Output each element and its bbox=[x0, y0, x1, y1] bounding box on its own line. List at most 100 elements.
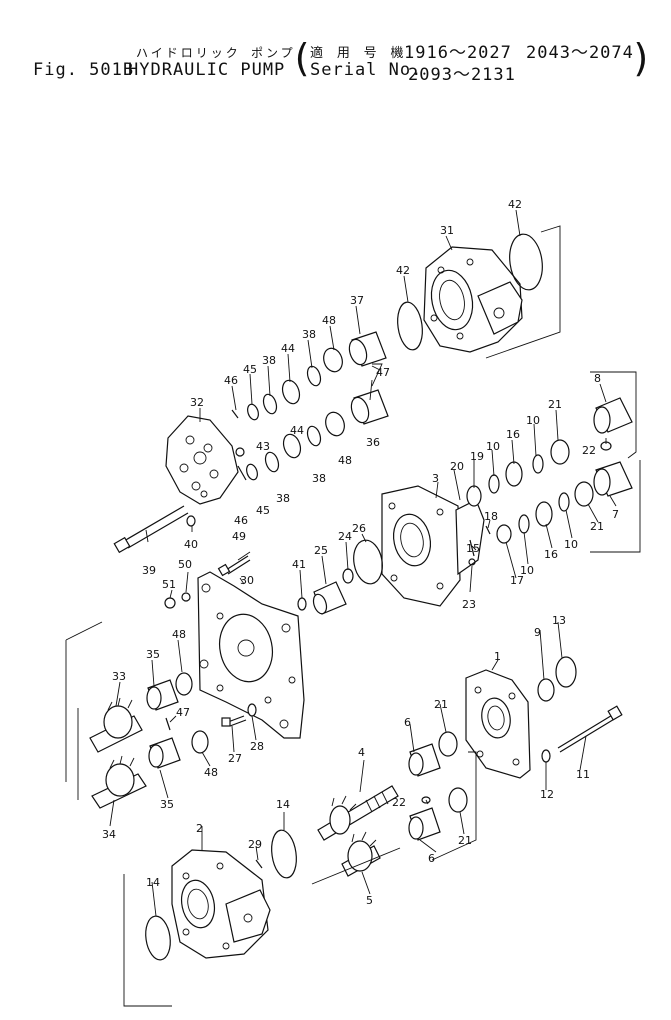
ring-41 bbox=[297, 597, 307, 611]
title-japanese: ハイドロリック ポンプ bbox=[136, 46, 296, 60]
rear-bushing-36 bbox=[350, 389, 389, 425]
callout-10-d: 10 bbox=[520, 564, 534, 577]
pin-46-b bbox=[237, 465, 247, 481]
callout-21-b: 21 bbox=[590, 520, 604, 533]
callout-10-c: 10 bbox=[564, 538, 578, 551]
bolt-11 bbox=[557, 705, 623, 753]
callout-8: 8 bbox=[594, 372, 601, 385]
needle-bearing-48-a bbox=[323, 347, 343, 373]
driven-gear-5 bbox=[341, 831, 381, 877]
callout-32: 32 bbox=[190, 396, 204, 409]
bushing-8 bbox=[593, 397, 633, 434]
callout-16-b: 16 bbox=[544, 548, 558, 561]
callout-24: 24 bbox=[338, 530, 352, 543]
rear-bushing-37 bbox=[348, 331, 387, 367]
flange-part-20 bbox=[455, 499, 485, 576]
center-plate-part-30 bbox=[197, 571, 305, 739]
callout-23: 23 bbox=[462, 598, 476, 611]
washer-45-a bbox=[247, 403, 259, 421]
drive-shaft-4 bbox=[317, 785, 399, 841]
ring-16-a bbox=[505, 461, 523, 487]
bushing-35-a bbox=[146, 679, 179, 711]
callout-42-b: 42 bbox=[396, 264, 410, 277]
dowel-pin-29 bbox=[255, 859, 263, 869]
diagram-title: HYDRAULIC PUMP bbox=[128, 60, 286, 80]
drive-gear-33 bbox=[89, 697, 143, 753]
callout-28: 28 bbox=[250, 740, 264, 753]
callout-21-a: 21 bbox=[548, 398, 562, 411]
bushing-25 bbox=[312, 581, 347, 615]
ring-10-a bbox=[488, 474, 500, 494]
ring-16-b bbox=[535, 501, 553, 527]
pin-47 bbox=[165, 717, 171, 731]
bearing-21-b bbox=[574, 481, 594, 507]
diagram-header: ハイドロリック ポンプ Fig. 501B HYDRAULIC PUMP ( 適… bbox=[0, 0, 671, 90]
snap-ring-13 bbox=[555, 656, 577, 688]
bushing-7 bbox=[593, 461, 633, 497]
callout-38-c: 38 bbox=[312, 472, 326, 485]
callout-33: 33 bbox=[112, 670, 126, 683]
callout-26: 26 bbox=[352, 522, 366, 535]
pin-18 bbox=[485, 525, 491, 535]
ring-38-b bbox=[262, 393, 278, 415]
pump-body-part-3 bbox=[381, 485, 461, 607]
o-ring-42-front bbox=[397, 301, 423, 351]
pin-46-a bbox=[231, 409, 239, 419]
callout-46-a: 46 bbox=[224, 374, 238, 387]
callout-21-d: 21 bbox=[458, 834, 472, 847]
front-body-part-2 bbox=[171, 849, 271, 959]
ring-44-b bbox=[282, 433, 302, 459]
bearing-21-a bbox=[550, 439, 570, 465]
callout-7: 7 bbox=[612, 508, 619, 521]
callout-40: 40 bbox=[184, 538, 198, 551]
needle-bearing-48-c bbox=[175, 672, 193, 696]
washer-12 bbox=[541, 749, 551, 763]
bearing-21-d bbox=[448, 787, 468, 813]
callout-37: 37 bbox=[350, 294, 364, 307]
callout-35-a: 35 bbox=[146, 648, 160, 661]
oil-seal-9 bbox=[537, 678, 555, 702]
callout-43: 43 bbox=[256, 440, 270, 453]
serial-range-1: 1916〜2027 bbox=[404, 43, 512, 63]
callout-44-a: 44 bbox=[281, 342, 295, 355]
bracket-open: ( bbox=[290, 36, 313, 80]
callout-30: 30 bbox=[240, 574, 254, 587]
callout-41: 41 bbox=[292, 558, 306, 571]
seal-17 bbox=[496, 524, 512, 544]
callout-19: 19 bbox=[470, 450, 484, 463]
callout-48-a: 48 bbox=[322, 314, 336, 327]
figure-number: Fig. 501B bbox=[33, 60, 135, 80]
front-cover-part-1 bbox=[465, 669, 531, 779]
callout-39: 39 bbox=[142, 564, 156, 577]
port-cover-part-32 bbox=[165, 415, 239, 505]
bolt-39 bbox=[113, 505, 189, 554]
nut-51 bbox=[164, 597, 176, 609]
callout-36: 36 bbox=[366, 436, 380, 449]
callout-50: 50 bbox=[178, 558, 192, 571]
callout-42-a: 42 bbox=[508, 198, 522, 211]
o-ring-14-b bbox=[145, 915, 171, 961]
bolt-49 bbox=[217, 555, 251, 577]
washer-50 bbox=[181, 592, 191, 602]
callout-25: 25 bbox=[314, 544, 328, 557]
ring-10-c bbox=[558, 492, 570, 512]
ring-43 bbox=[235, 447, 245, 457]
serial-range-2: 2043〜2074 bbox=[526, 43, 634, 63]
bushing-35-b bbox=[148, 737, 181, 769]
bushing-6-a bbox=[408, 743, 441, 777]
pin-15 bbox=[469, 539, 475, 557]
bearing-21-c bbox=[438, 731, 458, 757]
ring-24 bbox=[342, 568, 354, 584]
ring-38-d bbox=[264, 451, 280, 473]
callout-18: 18 bbox=[484, 510, 498, 523]
callout-49: 49 bbox=[232, 530, 246, 543]
o-ring-14-a bbox=[271, 829, 297, 879]
ring-22-b bbox=[421, 796, 431, 804]
callout-35-b: 35 bbox=[160, 798, 174, 811]
callout-13: 13 bbox=[552, 614, 566, 627]
needle-bearing-48-b bbox=[325, 411, 345, 437]
callout-15: 15 bbox=[466, 542, 480, 555]
o-ring-26 bbox=[353, 539, 383, 585]
callout-20: 20 bbox=[450, 460, 464, 473]
